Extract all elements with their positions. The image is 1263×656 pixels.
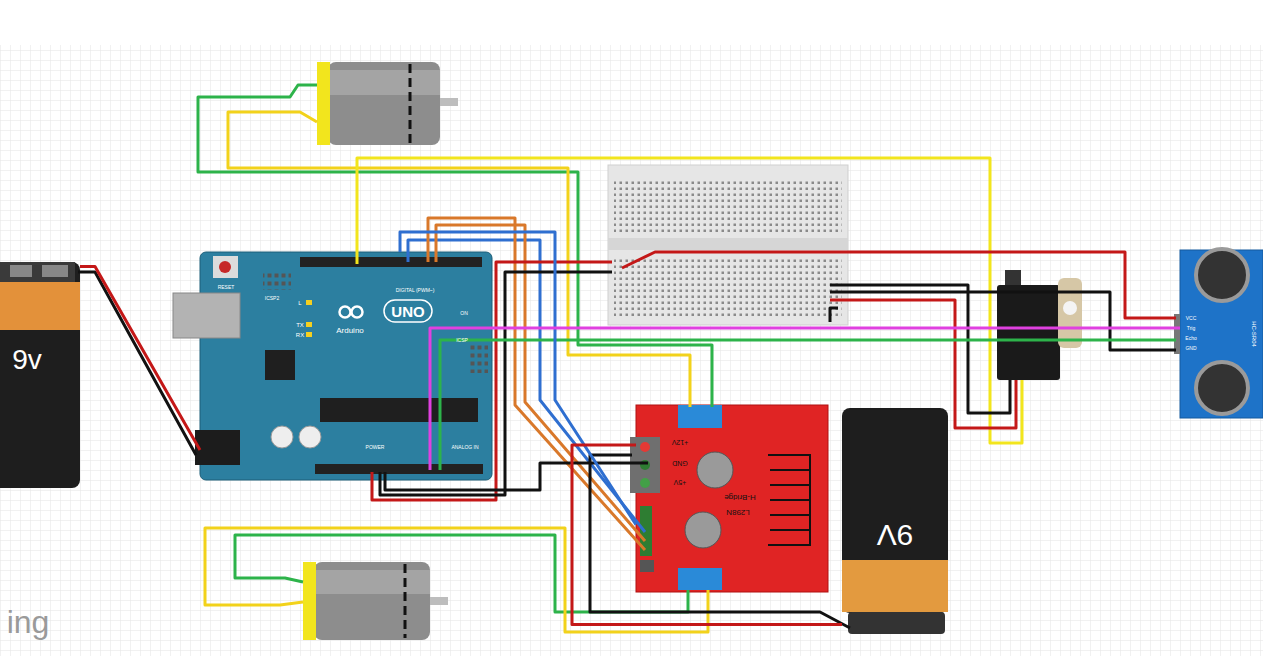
- component-label: ICSP: [456, 338, 468, 343]
- wire: [492, 326, 1180, 329]
- component-label: ON: [460, 311, 468, 316]
- component-label: H-Bridge: [724, 493, 756, 501]
- component-label: 9V: [877, 520, 914, 550]
- component-label: Echo: [1185, 336, 1196, 341]
- component-label: ICSP2: [265, 296, 279, 301]
- component-label: Arduino: [336, 327, 364, 335]
- servo-motor: [997, 270, 1082, 380]
- component-label: HC-SR04: [1251, 321, 1257, 347]
- component-label: +5V: [674, 479, 687, 486]
- component-label: POWER: [366, 445, 385, 450]
- component-label: DIGITAL (PWM~): [396, 288, 435, 293]
- component-label: RX: [296, 332, 304, 338]
- ultrasonic-sensor: [1174, 249, 1263, 418]
- component-label: VCC: [1186, 316, 1197, 321]
- component-label: TX: [296, 322, 304, 328]
- dc-motor: [303, 562, 448, 640]
- battery: 9v: [0, 262, 80, 488]
- component-label: ANALOG IN: [451, 445, 478, 450]
- ultrasonic-sensor: VCC TrigEchoGND HC-SR04: [1180, 250, 1263, 418]
- component-label: Trig: [1187, 326, 1195, 331]
- wires: [78, 85, 1176, 632]
- dc-motor: [317, 62, 458, 145]
- battery: [842, 408, 948, 634]
- wire: [572, 445, 842, 625]
- component-label: GND: [1185, 346, 1196, 351]
- wire: [400, 232, 636, 525]
- component-label: RESET: [218, 285, 235, 290]
- battery: 9V: [842, 408, 948, 636]
- motor-driver-board: [630, 405, 828, 592]
- component-label: GND: [672, 460, 688, 467]
- motor-driver-board: +12V GND +5V H-BridgeL298N: [636, 405, 828, 592]
- battery: [0, 262, 80, 488]
- component-label: UNO: [391, 304, 424, 319]
- wire: [80, 267, 200, 450]
- component-label: L298N: [726, 508, 750, 516]
- breadboard: [608, 165, 848, 325]
- component-label: 9v: [12, 346, 42, 374]
- component-label: L: [298, 300, 301, 306]
- watermark: ing: [7, 606, 50, 638]
- arduino-board: RESET ICSP2L TX RX UNO Arduino DIGITAL (PWM~) O…: [200, 252, 492, 480]
- component-label: +12V: [672, 439, 689, 446]
- arduino-board: [173, 252, 492, 480]
